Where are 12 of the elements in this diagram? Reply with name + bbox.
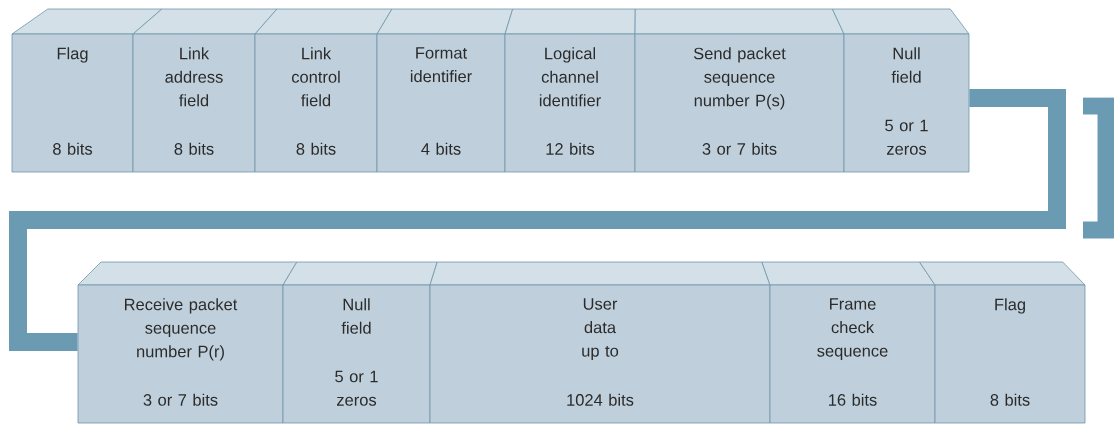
field-box: Null field 5 or 1 zeros <box>832 8 970 173</box>
field-box: User data up to 1024 bits <box>429 261 771 424</box>
field-box: Receive packet sequence number P(r) 3 or 7 bits <box>77 261 298 424</box>
field-box: Link control field 8 bits <box>254 8 393 173</box>
field-box: Send packet sequence number P(s) 3 or 7 bits <box>634 8 845 173</box>
field-box: Frame check sequence 16 bits <box>761 261 936 424</box>
field-box: Flag 8 bits <box>919 261 1086 424</box>
field-box: Link address field 8 bits <box>132 8 278 173</box>
field-box: Null field 5 or 1 zeros <box>282 261 438 424</box>
field-box: Logical channel identifier 12 bits <box>504 8 636 173</box>
field-box: Format identifier 4 bits <box>376 8 514 173</box>
field-box: Flag 8 bits <box>11 8 163 173</box>
